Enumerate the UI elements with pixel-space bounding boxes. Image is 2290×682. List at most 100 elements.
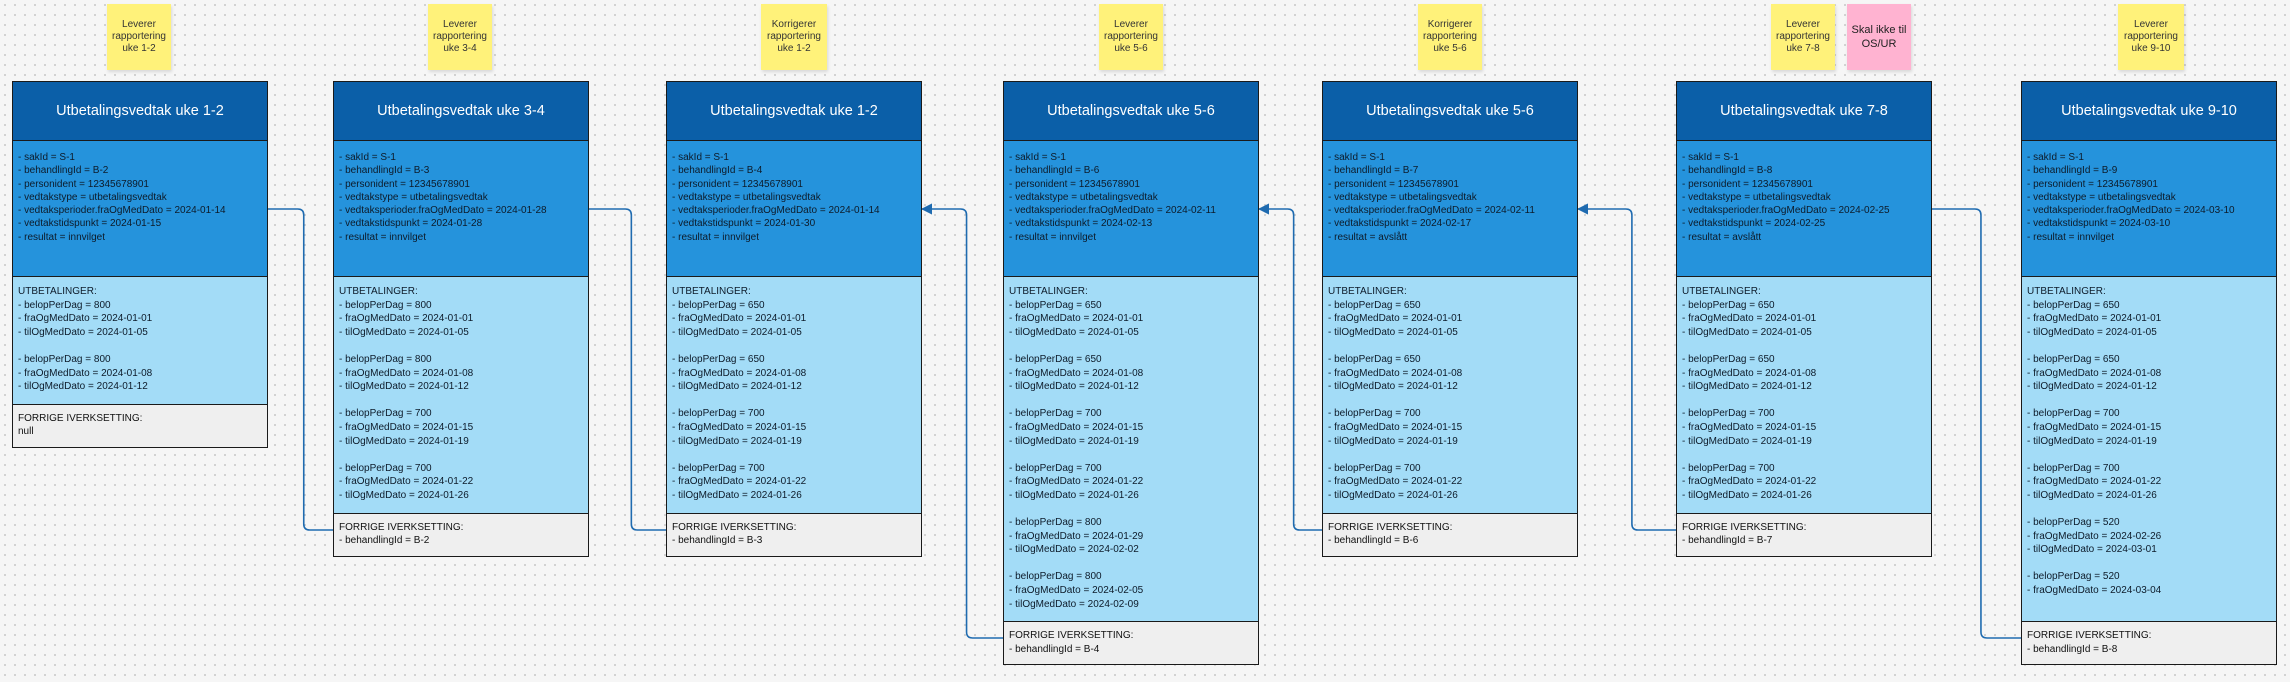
- payment-entry: - belopPerDag = 800- fraOgMedDato = 2024…: [1009, 516, 1253, 557]
- payment-entry: - belopPerDag = 520- fraOgMedDato = 2024…: [2027, 570, 2271, 597]
- payment-line: - belopPerDag = 700: [1682, 462, 1775, 474]
- utbetalinger-heading: UTBETALINGER:: [18, 286, 97, 297]
- vedtak-card[interactable]: Utbetalingsvedtak uke 5-6- sakId = S-1- …: [1322, 81, 1578, 557]
- forrige-iverksetting-section: FORRIGE IVERKSETTING:- behandlingId = B-…: [2022, 622, 2276, 665]
- payment-line: - fraOgMedDato = 2024-02-05: [1009, 585, 1144, 597]
- vedtak-card[interactable]: Utbetalingsvedtak uke 1-2- sakId = S-1- …: [12, 81, 268, 448]
- metadata-line: - behandlingId = B-9: [2027, 165, 2118, 177]
- sticky-note[interactable]: Leverer rapportering uke 7-8: [1771, 4, 1835, 70]
- vedtak-card[interactable]: Utbetalingsvedtak uke 3-4- sakId = S-1- …: [333, 81, 589, 557]
- payment-entry: - belopPerDag = 650- fraOgMedDato = 2024…: [2027, 299, 2271, 340]
- payment-line: - belopPerDag = 800: [1009, 517, 1102, 529]
- vedtak-card[interactable]: Utbetalingsvedtak uke 9-10- sakId = S-1-…: [2021, 81, 2277, 666]
- payment-line: - tilOgMedDato = 2024-01-05: [18, 326, 148, 338]
- payment-line: - tilOgMedDato = 2024-01-19: [1328, 435, 1458, 447]
- metadata-line: - vedtaksperioder.fraOgMedDato = 2024-02…: [1009, 205, 1216, 217]
- payment-line: - tilOgMedDato = 2024-01-26: [1328, 489, 1458, 501]
- metadata-line: - vedtakstype = utbetalingsvedtak: [1328, 191, 1477, 203]
- payment-line: - tilOgMedDato = 2024-02-09: [1009, 598, 1139, 610]
- utbetalinger-section: UTBETALINGER:- belopPerDag = 650- fraOgM…: [1677, 277, 1931, 514]
- vedtak-card[interactable]: Utbetalingsvedtak uke 7-8- sakId = S-1- …: [1676, 81, 1932, 557]
- payment-line: - belopPerDag = 700: [1328, 462, 1421, 474]
- metadata-line: - vedtakstidspunkt = 2024-02-25: [1682, 218, 1826, 230]
- connector-arrow[interactable]: [1576, 203, 1676, 531]
- payment-line: - belopPerDag = 650: [672, 299, 765, 311]
- sticky-note[interactable]: Korrigerer rapportering uke 1-2: [761, 4, 827, 70]
- payment-line: - belopPerDag = 800: [339, 353, 432, 365]
- connector-arrow[interactable]: [1257, 203, 1322, 531]
- card-title: Utbetalingsvedtak uke 3-4: [334, 82, 588, 141]
- connector-arrow[interactable]: [1932, 208, 2021, 639]
- payment-entry: - belopPerDag = 650- fraOgMedDato = 2024…: [1682, 299, 1926, 340]
- sticky-note[interactable]: Korrigerer rapportering uke 5-6: [1418, 4, 1482, 70]
- payment-line: - tilOgMedDato = 2024-01-26: [1682, 489, 1812, 501]
- metadata-line: - personident = 12345678901: [672, 178, 803, 190]
- payment-line: - fraOgMedDato = 2024-01-15: [1009, 421, 1144, 433]
- payment-line: - tilOgMedDato = 2024-01-26: [339, 489, 469, 501]
- metadata-line: - vedtaksperioder.fraOgMedDato = 2024-01…: [18, 205, 226, 217]
- payment-entry: - belopPerDag = 700- fraOgMedDato = 2024…: [672, 462, 916, 503]
- payment-line: - fraOgMedDato = 2024-01-22: [2027, 476, 2162, 488]
- metadata-line: - vedtakstidspunkt = 2024-02-17: [1328, 218, 1472, 230]
- forrige-iverksetting-section: FORRIGE IVERKSETTING:- behandlingId = B-…: [1323, 513, 1577, 556]
- metadata-line: - vedtaksperioder.fraOgMedDato = 2024-02…: [1682, 205, 1890, 217]
- forrige-iverksetting-value: - behandlingId = B-8: [2027, 643, 2118, 655]
- payment-entry: - belopPerDag = 650- fraOgMedDato = 2024…: [1328, 299, 1572, 340]
- payment-line: - tilOgMedDato = 2024-01-19: [672, 435, 802, 447]
- payment-line: - belopPerDag = 800: [1009, 571, 1102, 583]
- vedtak-metadata: - sakId = S-1- behandlingId = B-9- perso…: [2022, 141, 2276, 277]
- payment-line: - tilOgMedDato = 2024-01-05: [1009, 326, 1139, 338]
- vedtak-card[interactable]: Utbetalingsvedtak uke 1-2- sakId = S-1- …: [666, 81, 922, 557]
- card-title: Utbetalingsvedtak uke 1-2: [13, 82, 267, 141]
- forrige-iverksetting-heading: FORRIGE IVERKSETTING:: [1009, 630, 1134, 642]
- payment-line: - belopPerDag = 700: [1682, 408, 1775, 420]
- payment-line: - tilOgMedDato = 2024-01-19: [1682, 435, 1812, 447]
- payment-spacer: [1009, 503, 1253, 517]
- payment-spacer: [1328, 394, 1572, 408]
- payment-spacer: [2027, 394, 2271, 408]
- sticky-note[interactable]: Leverer rapportering uke 1-2: [107, 4, 171, 70]
- payment-line: - fraOgMedDato = 2024-03-04: [2027, 585, 2162, 597]
- payment-spacer: [672, 448, 916, 462]
- payment-entry: - belopPerDag = 520- fraOgMedDato = 2024…: [2027, 516, 2271, 557]
- payment-line: - fraOgMedDato = 2024-01-15: [2027, 421, 2162, 433]
- forrige-iverksetting-section: FORRIGE IVERKSETTING:- behandlingId = B-…: [1677, 513, 1931, 556]
- payment-line: - fraOgMedDato = 2024-01-15: [339, 421, 474, 433]
- connector-arrow[interactable]: [920, 203, 1003, 639]
- payment-entry: - belopPerDag = 800- fraOgMedDato = 2024…: [339, 353, 583, 394]
- payment-entry: - belopPerDag = 700- fraOgMedDato = 2024…: [1009, 407, 1253, 448]
- sticky-note[interactable]: Leverer rapportering uke 5-6: [1099, 4, 1163, 70]
- payment-line: - fraOgMedDato = 2024-01-08: [2027, 367, 2162, 379]
- metadata-line: - behandlingId = B-3: [339, 165, 430, 177]
- payment-line: - tilOgMedDato = 2024-01-12: [672, 381, 802, 393]
- payment-line: - fraOgMedDato = 2024-01-01: [18, 313, 153, 325]
- card-title: Utbetalingsvedtak uke 5-6: [1323, 82, 1577, 141]
- payment-line: - tilOgMedDato = 2024-01-12: [18, 381, 148, 393]
- utbetalinger-section: UTBETALINGER:- belopPerDag = 650- fraOgM…: [2022, 277, 2276, 623]
- payment-line: - belopPerDag = 700: [1009, 408, 1102, 420]
- payment-line: - fraOgMedDato = 2024-01-22: [339, 476, 474, 488]
- connector-arrow[interactable]: [589, 208, 666, 531]
- payment-line: - tilOgMedDato = 2024-01-26: [1009, 489, 1139, 501]
- payment-line: - belopPerDag = 700: [2027, 462, 2120, 474]
- payment-line: - fraOgMedDato = 2024-01-01: [1009, 313, 1144, 325]
- payment-entry: - belopPerDag = 650- fraOgMedDato = 2024…: [2027, 353, 2271, 394]
- sticky-note-pink[interactable]: Skal ikke til OS/UR: [1847, 4, 1911, 70]
- forrige-iverksetting-heading: FORRIGE IVERKSETTING:: [672, 521, 797, 533]
- payment-line: - belopPerDag = 650: [1682, 353, 1775, 365]
- utbetalinger-heading: UTBETALINGER:: [339, 286, 418, 297]
- card-title: Utbetalingsvedtak uke 7-8: [1677, 82, 1931, 141]
- sticky-note[interactable]: Leverer rapportering uke 9-10: [2118, 4, 2184, 70]
- metadata-line: - personident = 12345678901: [2027, 178, 2158, 190]
- sticky-note[interactable]: Leverer rapportering uke 3-4: [428, 4, 492, 70]
- payment-line: - tilOgMedDato = 2024-01-12: [1009, 381, 1139, 393]
- payment-line: - fraOgMedDato = 2024-01-29: [1009, 530, 1144, 542]
- payment-line: - fraOgMedDato = 2024-01-22: [1328, 476, 1463, 488]
- metadata-line: - resultat = innvilget: [2027, 231, 2114, 243]
- payment-line: - fraOgMedDato = 2024-01-08: [1009, 367, 1144, 379]
- vedtak-card[interactable]: Utbetalingsvedtak uke 5-6- sakId = S-1- …: [1003, 81, 1259, 666]
- payment-entry: - belopPerDag = 700- fraOgMedDato = 2024…: [1009, 462, 1253, 503]
- connector-arrow[interactable]: [268, 208, 333, 531]
- forrige-iverksetting-heading: FORRIGE IVERKSETTING:: [1682, 521, 1807, 533]
